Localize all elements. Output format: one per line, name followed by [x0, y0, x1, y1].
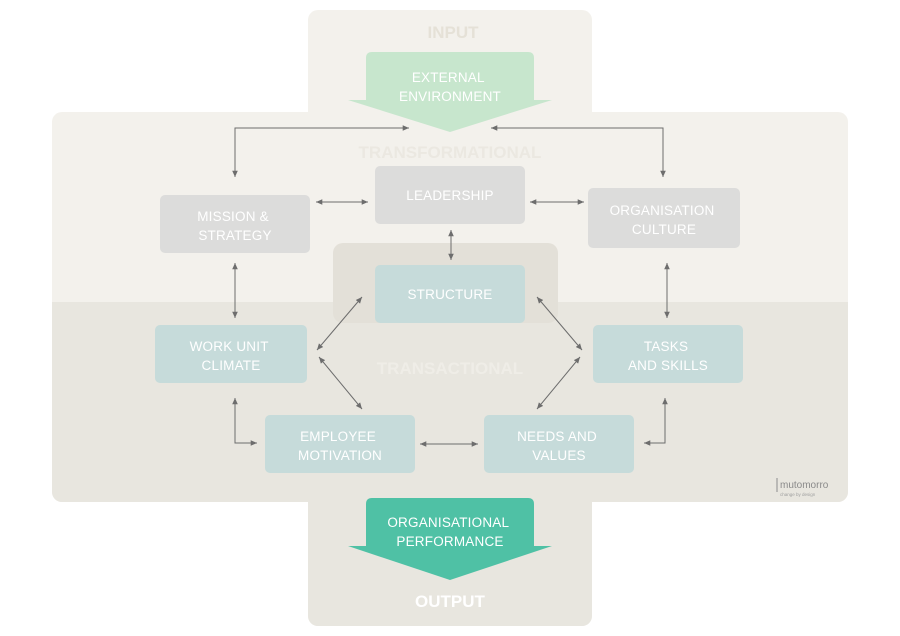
organisational-performance-arrow: ORGANISATIONAL PERFORMANCE: [348, 498, 552, 580]
connector-structure-tasks: [536, 296, 583, 351]
node-leadership: LEADERSHIP: [375, 166, 525, 224]
connectors: [232, 125, 670, 447]
logo-name: mutomorro: [780, 480, 829, 491]
node-work-unit-climate: WORK UNIT CLIMATE: [155, 325, 307, 383]
external-environment-label: EXTERNAL ENVIRONMENT: [399, 70, 501, 104]
tasks-and-skills-box: [593, 325, 743, 383]
leadership-label: LEADERSHIP: [406, 188, 494, 203]
work-unit-climate-label: WORK UNIT CLIMATE: [190, 339, 273, 373]
needs-and-values-box: [484, 415, 634, 473]
connector-tasks-needs-side: [644, 398, 668, 446]
leadership-box: [375, 166, 525, 224]
logo-tagline: change by design: [780, 492, 816, 497]
section-label-transformational: TRANSFORMATIONAL: [359, 143, 542, 162]
connector-climate-motivation-side: [232, 398, 257, 446]
structure-box: [375, 265, 525, 323]
connector-structure-climate: [316, 296, 363, 351]
node-needs-and-values: NEEDS AND VALUES: [484, 415, 634, 473]
connector-env-mission: [232, 125, 409, 177]
tasks-and-skills-label: TASKS AND SKILLS: [628, 339, 708, 373]
input-arrow-shape: [348, 52, 552, 132]
connector-climate-motivation: [318, 356, 363, 410]
section-label-output: OUTPUT: [415, 592, 486, 611]
needs-and-values-label: NEEDS AND VALUES: [517, 429, 601, 463]
structure-label: STRUCTURE: [407, 287, 492, 302]
mission-strategy-label: MISSION & STRATEGY: [197, 209, 273, 243]
output-arrow-shape: [348, 498, 552, 580]
organisational-performance-line-2: PERFORMANCE: [396, 534, 503, 549]
mutomorro-logo: mutomorro change by design: [776, 478, 829, 497]
node-mission-strategy: MISSION & STRATEGY: [160, 195, 310, 253]
node-employee-motivation: EMPLOYEE MOTIVATION: [265, 415, 415, 473]
node-organisation-culture: ORGANISATION CULTURE: [588, 188, 740, 248]
external-environment-line-1: EXTERNAL: [412, 70, 485, 85]
section-label-transactional: TRANSACTIONAL: [377, 359, 523, 378]
connector-env-culture: [491, 125, 666, 177]
work-unit-climate-box: [155, 325, 307, 383]
mission-strategy-box: [160, 195, 310, 253]
employee-motivation-box: [265, 415, 415, 473]
organisation-culture-label: ORGANISATION CULTURE: [610, 203, 719, 237]
external-environment-line-2: ENVIRONMENT: [399, 89, 501, 104]
employee-motivation-label: EMPLOYEE MOTIVATION: [298, 429, 382, 463]
organisational-performance-label: ORGANISATIONAL PERFORMANCE: [387, 515, 512, 549]
section-label-input: INPUT: [428, 23, 480, 42]
node-tasks-and-skills: TASKS AND SKILLS: [593, 325, 743, 383]
connector-tasks-needs: [536, 356, 581, 410]
organisation-culture-box: [588, 188, 740, 248]
organisational-performance-line-1: ORGANISATIONAL: [387, 515, 509, 530]
node-structure: STRUCTURE: [375, 265, 525, 323]
external-environment-arrow: EXTERNAL ENVIRONMENT: [348, 52, 552, 132]
